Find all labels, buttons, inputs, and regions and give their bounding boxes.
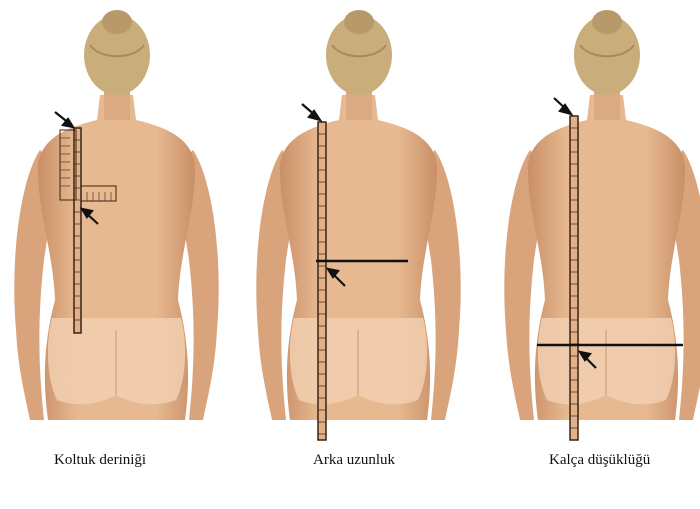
arrow-top [55, 112, 73, 127]
measuring-tape-vertical [74, 128, 81, 333]
arrow-top [554, 98, 571, 114]
caption-back-length: Arka uzunluk [313, 452, 395, 469]
measuring-tape-vertical [570, 116, 578, 440]
panel-back-length: Arka uzunluk [242, 0, 475, 460]
hair-bun [592, 10, 622, 34]
woman-back-figure [504, 10, 700, 420]
woman-back-figure [256, 10, 460, 420]
body-figure-2 [242, 0, 475, 460]
arrow-top [302, 104, 320, 120]
body-figure-1 [0, 0, 233, 460]
panel-armhole-depth: Koltuk deriniği [0, 0, 233, 460]
caption-armhole-depth: Koltuk deriniği [54, 452, 146, 469]
measuring-tape-vertical [318, 122, 326, 440]
panel-hip-depth: Kalça düşüklüğü [467, 0, 700, 460]
hair-bun [344, 10, 374, 34]
caption-hip-depth: Kalça düşüklüğü [549, 452, 650, 469]
hair-bun [102, 10, 132, 34]
woman-back-figure [14, 10, 218, 420]
body-figure-3 [467, 0, 700, 460]
